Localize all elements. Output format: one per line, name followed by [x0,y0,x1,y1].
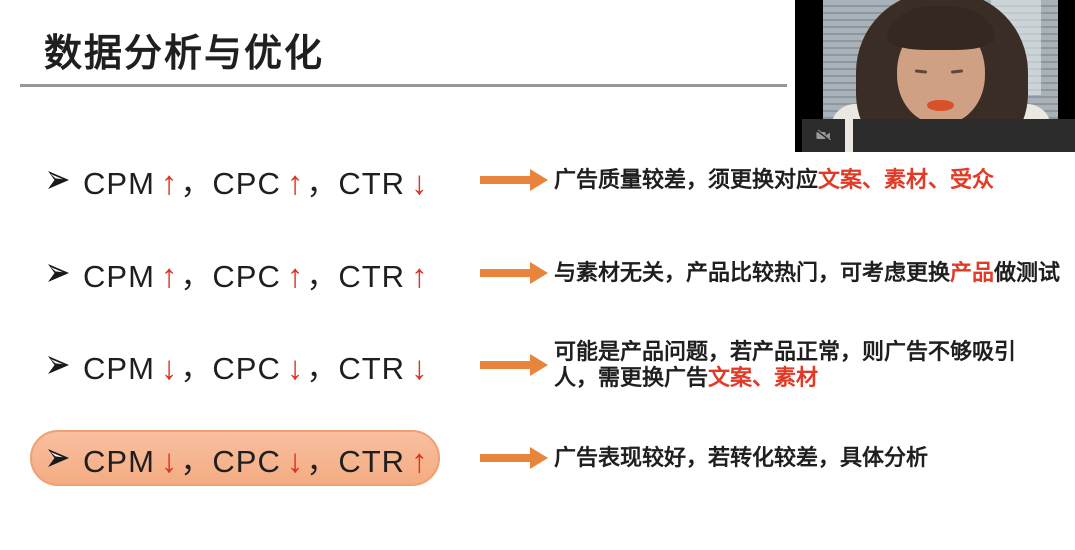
orange-arrow-icon [480,445,548,471]
arrowhead-bullet-icon [45,260,71,286]
metric-text: CPM↓，CPC↓，CTR↑ [83,441,429,479]
arrowhead-bullet-icon [45,352,71,378]
metric-row: CPM↑，CPC↑，CTR↓ 广告质量较差，须更换对应文案、素材、受众 [30,151,994,209]
presenter-lips [927,100,954,111]
orange-arrow-icon [480,260,548,286]
metric-text: CPM↓，CPC↓，CTR↓ [83,348,429,386]
metric-row: CPM↓，CPC↓，CTR↓ 可能是产品问题，若产品正常，则广告不够吸引人，需更… [30,336,1016,394]
metric-pill: CPM↓，CPC↓，CTR↑ [30,430,440,486]
title-underline [20,84,787,87]
page-title: 数据分析与优化 [44,33,325,75]
camera-off-icon [816,129,832,142]
webcam-toolbar [795,119,1075,152]
presenter-bangs [887,6,995,50]
row-description: 可能是产品问题，若产品正常，则广告不够吸引人，需更换广告文案、素材 [554,339,1017,390]
metric-pill: CPM↓，CPC↓，CTR↓ [30,337,440,393]
orange-arrow-icon [480,167,548,193]
arrowhead-bullet-icon [45,167,71,193]
arrowhead-bullet-icon [45,445,71,471]
webcam-toolbar-strip [853,119,1075,152]
row-description: 与素材无关，产品比较热门，可考虑更换产品做测试 [554,260,1061,285]
row-description: 广告质量较差，须更换对应文案、素材、受众 [554,167,995,192]
metric-pill: CPM↑，CPC↑，CTR↓ [30,152,440,208]
metric-text: CPM↑，CPC↑，CTR↑ [83,256,429,294]
metric-row: CPM↑，CPC↑，CTR↑ 与素材无关，产品比较热门，可考虑更换产品做测试 [30,244,1060,302]
metric-text: CPM↑，CPC↑，CTR↓ [83,163,429,201]
webcam-panel [795,0,1075,152]
metric-row: CPM↓，CPC↓，CTR↑ 广告表现较好，若转化较差，具体分析 [30,429,928,487]
orange-arrow-icon [480,352,548,378]
metric-pill: CPM↑，CPC↑，CTR↑ [30,245,440,301]
camera-off-button[interactable] [802,119,845,152]
row-description: 广告表现较好，若转化较差，具体分析 [554,445,929,470]
